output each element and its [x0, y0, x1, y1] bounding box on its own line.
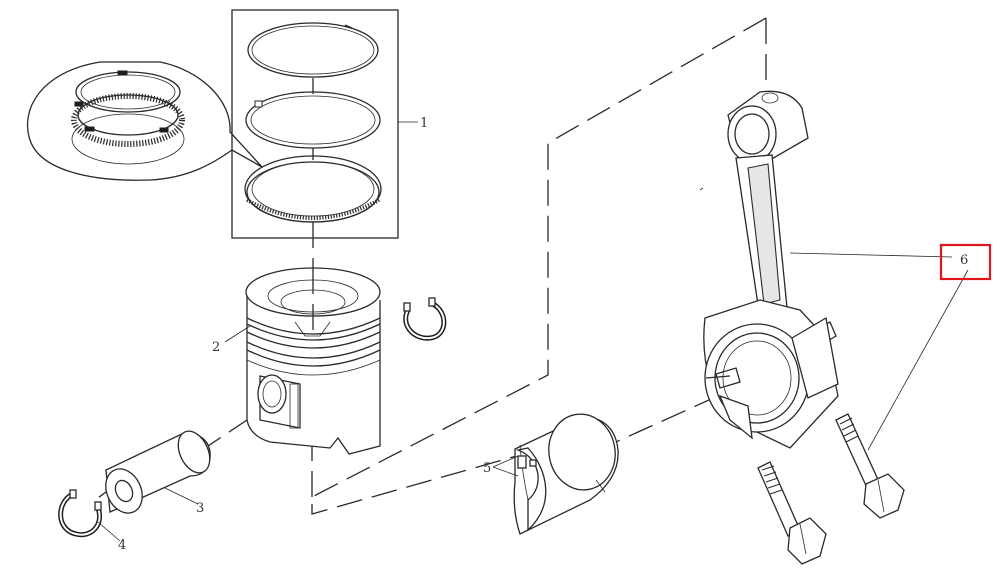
callout-label-4: 4	[118, 538, 126, 553]
callout-label-2: 2	[212, 340, 220, 355]
connecting-rod-icon[interactable]	[699, 90, 905, 565]
callout-label-6: 6	[960, 253, 968, 268]
callout-label-5: 5	[483, 461, 491, 476]
piston-icon[interactable]	[245, 267, 381, 455]
snap-ring-icon[interactable]	[58, 489, 102, 538]
leader-lines	[97, 121, 969, 542]
bearing-shell-icon[interactable]	[513, 409, 621, 535]
snap-ring-icon-right[interactable]	[403, 297, 447, 341]
callout-6-highlight-box	[939, 243, 992, 281]
piston-ring-set-icon[interactable]	[231, 9, 399, 268]
piston-pin-icon[interactable]	[99, 426, 216, 519]
ring-detail-balloon	[26, 61, 263, 181]
callout-label-1: 1	[420, 116, 428, 131]
callout-label-3: 3	[196, 501, 204, 516]
